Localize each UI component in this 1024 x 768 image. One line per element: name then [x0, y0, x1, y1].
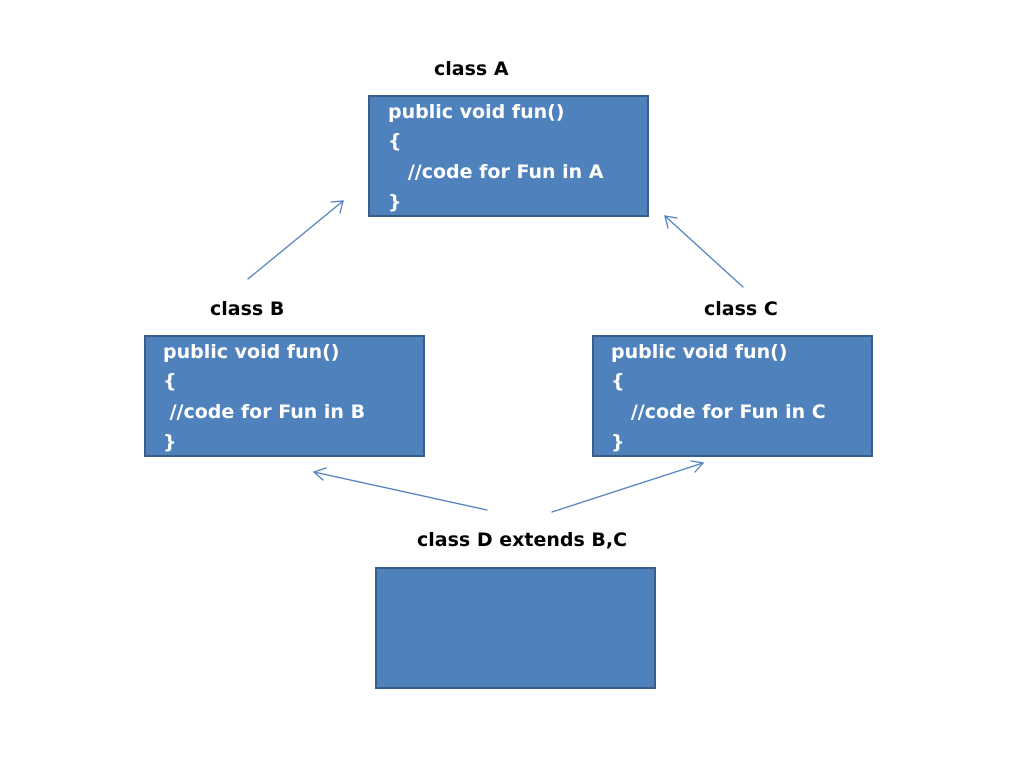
class-b-line-4: }: [163, 431, 177, 453]
arrow-d-to-c: [551, 460, 705, 513]
class-c-line-1: public void fun(): [611, 341, 788, 363]
class-c-line-3: //code for Fun in C: [611, 401, 826, 423]
class-c-title: class C: [704, 298, 778, 320]
class-a-line-4: }: [388, 191, 402, 213]
class-a-title: class A: [434, 58, 509, 80]
class-d-box: [375, 567, 656, 689]
class-a-line-3: //code for Fun in A: [388, 161, 604, 183]
class-b-line-3: //code for Fun in B: [163, 401, 366, 423]
arrow-d-to-b: [312, 467, 488, 511]
class-b-line-1: public void fun(): [163, 341, 340, 363]
arrow-c-to-a: [664, 215, 744, 288]
class-c-line-4: }: [611, 431, 625, 453]
class-c-line-2: {: [611, 370, 625, 392]
class-a-line-1: public void fun(): [388, 101, 565, 123]
class-b-box: public void fun() { //code for Fun in B …: [144, 335, 425, 457]
class-b-title: class B: [210, 298, 285, 320]
class-c-box: public void fun() { //code for Fun in C …: [592, 335, 873, 457]
class-a-box: public void fun() { //code for Fun in A …: [368, 95, 649, 217]
class-a-line-2: {: [388, 130, 402, 152]
class-b-line-2: {: [163, 370, 177, 392]
arrow-b-to-a: [247, 200, 344, 280]
class-d-title: class D extends B,C: [417, 529, 628, 551]
